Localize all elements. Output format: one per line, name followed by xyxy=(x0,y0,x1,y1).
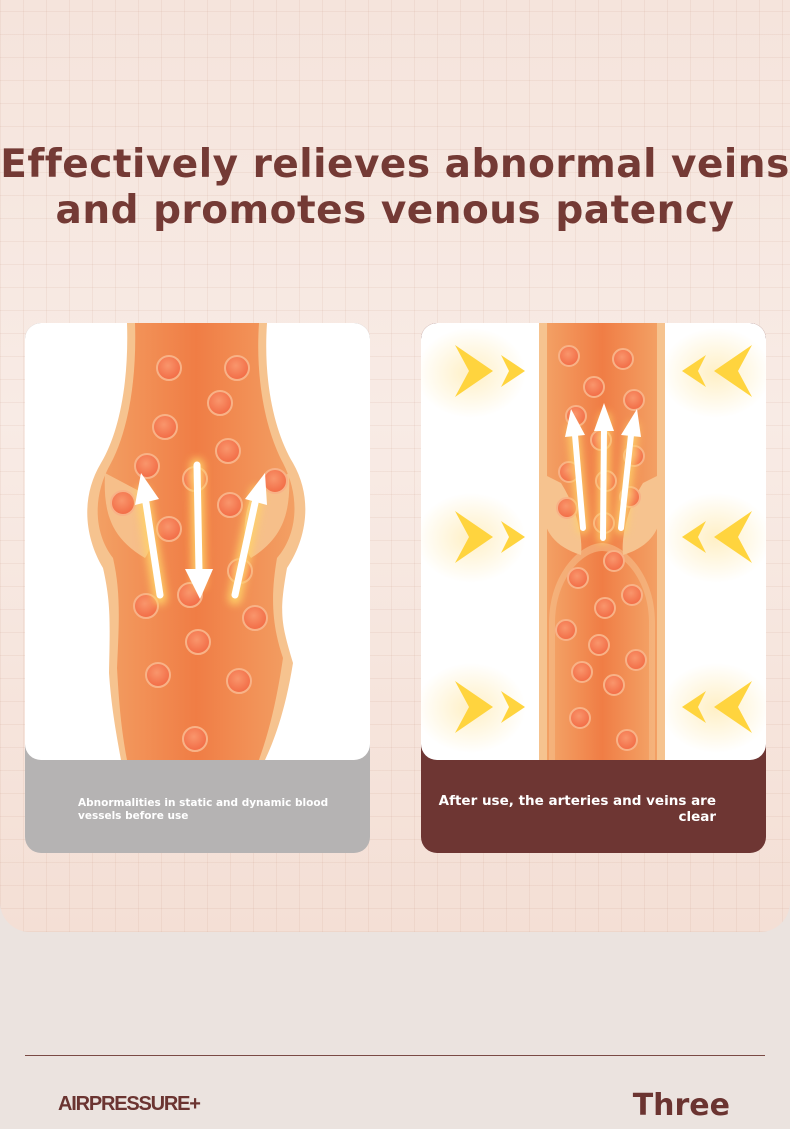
before-card: Abnormalities in static and dynamic bloo… xyxy=(25,323,370,853)
blood-cell xyxy=(556,497,578,519)
arrow-up-icon xyxy=(594,403,614,541)
blood-cell xyxy=(156,355,182,381)
blood-cell xyxy=(603,550,625,572)
blood-cell xyxy=(594,597,616,619)
chevron-right-icon xyxy=(455,345,525,397)
flow-arrows xyxy=(135,458,267,605)
blood-cell xyxy=(133,593,159,619)
chevron-left-icon xyxy=(682,345,752,397)
after-caption: After use, the arteries and veins are cl… xyxy=(438,793,716,825)
chevrons-right xyxy=(682,345,752,733)
arrow-down-icon xyxy=(185,461,213,599)
blood-cell xyxy=(262,468,288,494)
blood-cell xyxy=(588,634,610,656)
footer-divider xyxy=(25,1055,765,1056)
blood-cell xyxy=(625,649,647,671)
blood-cell xyxy=(182,726,208,752)
blood-cell xyxy=(215,438,241,464)
chevron-right-icon xyxy=(455,681,525,733)
blood-cell xyxy=(569,707,591,729)
blood-cell xyxy=(603,674,625,696)
blood-cell xyxy=(612,348,634,370)
arrow-up-icon xyxy=(618,409,641,531)
blood-cell xyxy=(110,490,136,516)
headline-line-2: and promotes venous patency xyxy=(55,188,735,233)
after-card: After use, the arteries and veins are cl… xyxy=(421,323,766,853)
chevron-left-icon xyxy=(682,681,752,733)
blood-cell xyxy=(217,492,243,518)
blood-cell xyxy=(555,619,577,641)
blood-cell xyxy=(152,414,178,440)
blood-cell xyxy=(156,516,182,542)
abnormal-vein-graphic xyxy=(87,323,306,760)
blood-cell xyxy=(145,662,171,688)
blood-cell xyxy=(207,390,233,416)
chevron-right-icon xyxy=(455,511,525,563)
blood-cell xyxy=(134,453,160,479)
blood-cell xyxy=(621,584,643,606)
arrow-up-icon xyxy=(135,473,164,599)
chevron-left-icon xyxy=(682,511,752,563)
blood-cell xyxy=(616,729,638,751)
clear-vein-graphic xyxy=(421,323,766,760)
blood-cell xyxy=(623,389,645,411)
chevrons-left xyxy=(455,345,525,733)
flow-arrows xyxy=(565,403,641,544)
blood-cell xyxy=(242,605,268,631)
arrow-up-icon xyxy=(565,409,586,531)
hero-background: Effectively relieves abnormal veins and … xyxy=(0,0,790,932)
before-illustration xyxy=(25,323,370,760)
blood-cell xyxy=(185,629,211,655)
blood-cells xyxy=(110,355,288,752)
headline-line-1: Effectively relieves abnormal veins xyxy=(0,142,790,187)
page-number: Three xyxy=(632,1088,730,1123)
blood-cell xyxy=(567,567,589,589)
blood-cell xyxy=(558,345,580,367)
valve-flap-right xyxy=(622,473,664,555)
blood-cell xyxy=(571,661,593,683)
blood-cell xyxy=(226,668,252,694)
before-caption: Abnormalities in static and dynamic bloo… xyxy=(78,797,329,822)
arrow-up-icon xyxy=(231,473,267,599)
headline: Effectively relieves abnormal veins and … xyxy=(0,142,790,234)
brand-logo: AIRPRESSURE+ xyxy=(58,1093,201,1115)
blood-cell xyxy=(583,376,605,398)
after-illustration xyxy=(421,323,766,760)
blood-cell xyxy=(224,355,250,381)
